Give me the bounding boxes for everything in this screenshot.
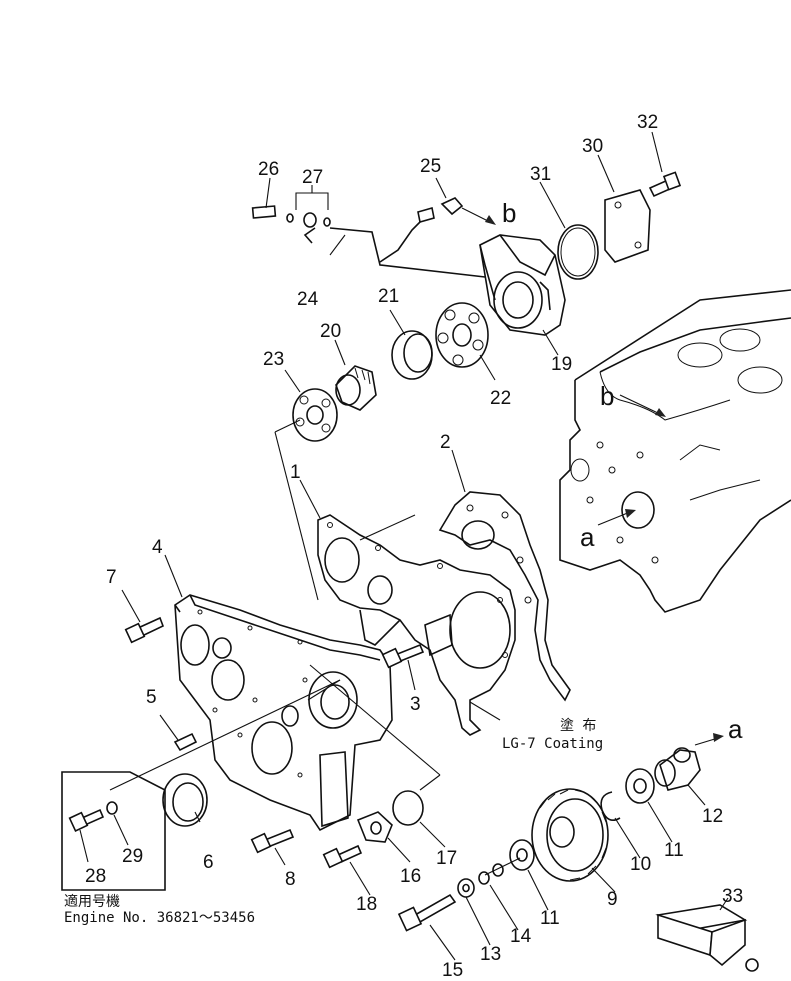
o-ring-17: [392, 790, 424, 826]
callout-3: 3: [410, 694, 421, 715]
bolt-8: [250, 828, 295, 854]
gasket-2: [438, 491, 571, 702]
engine-block: [559, 289, 791, 613]
arrow-letters: b b a a: [502, 198, 743, 744]
pipe-24-assembly: [251, 197, 486, 278]
callout-13: 13: [480, 944, 501, 965]
callout-27: 27: [302, 167, 323, 188]
letter-b-top: b: [502, 198, 516, 228]
callout-7: 7: [106, 567, 117, 588]
callout-10: 10: [630, 854, 651, 875]
bolt-15: [397, 893, 457, 932]
cover-33: [655, 904, 759, 972]
callout-25: 25: [420, 156, 441, 177]
o-ring-31: [557, 224, 599, 280]
coating-note-jp: 塗 布: [560, 717, 596, 734]
callout-26: 26: [258, 159, 279, 180]
callout-28: 28: [85, 866, 106, 887]
callout-4: 4: [152, 537, 163, 558]
callout-32: 32: [637, 112, 658, 133]
callout-20: 20: [320, 321, 341, 342]
callout-30: 30: [582, 136, 603, 157]
bolt-7: [124, 616, 165, 644]
ring-21: [391, 330, 433, 380]
callout-31: 31: [530, 164, 551, 185]
applicability-note-en: Engine No. 36821～53456: [64, 910, 255, 926]
callout-17: 17: [436, 848, 457, 869]
callout-11-lower: 11: [540, 908, 560, 929]
snap-ring-10: [600, 791, 621, 821]
callout-9: 9: [607, 889, 618, 910]
front-cover-4: [174, 594, 393, 832]
cover-30: [604, 189, 651, 263]
bearing-11-lower: [509, 839, 535, 871]
callout-21: 21: [378, 286, 399, 307]
callout-15: 15: [442, 960, 463, 981]
bolt-3: [381, 643, 425, 669]
callout-11-upper: 11: [664, 840, 684, 861]
bearing-22: [435, 302, 489, 368]
pin-5: [173, 732, 198, 752]
bearing-23: [292, 388, 338, 442]
gasket-1: [317, 514, 516, 736]
applicability-note: 適用号機 Engine No. 36821～53456: [64, 893, 255, 926]
bracket-16: [356, 811, 393, 843]
callout-24: 24: [297, 289, 319, 310]
callout-29: 29: [122, 846, 143, 867]
seal-6: [162, 773, 208, 827]
callout-23: 23: [263, 349, 284, 370]
housing-19: [479, 234, 566, 336]
coating-note-en: LG-7 Coating: [502, 736, 603, 752]
letter-a-right: a: [728, 714, 743, 744]
letter-b-block: b: [600, 381, 614, 411]
callout-22: 22: [490, 388, 511, 409]
callout-19: 19: [551, 354, 572, 375]
callout-12: 12: [702, 806, 723, 827]
callout-8: 8: [285, 869, 296, 890]
callout-14: 14: [510, 926, 532, 947]
callout-16: 16: [400, 866, 421, 887]
bearing-11-upper: [625, 768, 655, 804]
callout-numbers: 1 2 3 4 5 6 7 8 9 10 11 11 12 13 14 15 1…: [85, 112, 743, 981]
gear-shaft-20: [335, 365, 377, 411]
callout-5: 5: [146, 687, 157, 708]
gear-9: [531, 788, 609, 882]
leader-lines: [79, 131, 729, 961]
callout-1: 1: [290, 462, 301, 483]
bolt-18: [322, 844, 363, 869]
callout-18: 18: [356, 894, 377, 915]
letter-a-block: a: [580, 522, 595, 552]
callout-6: 6: [203, 852, 214, 873]
inset-box: [61, 771, 166, 891]
shaft-12: [654, 747, 701, 791]
callout-2: 2: [440, 432, 451, 453]
coating-note: 塗 布 LG-7 Coating: [502, 717, 603, 752]
washer-14a: [478, 871, 490, 885]
washer-13: [457, 878, 475, 898]
bolt-32: [648, 171, 682, 198]
callout-33: 33: [722, 886, 743, 907]
applicability-note-jp: 適用号機: [64, 893, 120, 910]
